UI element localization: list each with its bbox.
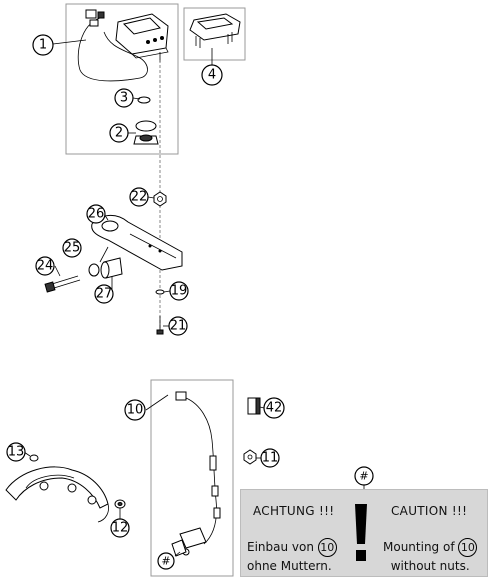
spacer-sleeve (114, 499, 126, 509)
callout-25: 25 (62, 238, 82, 258)
callout-42: 42 (263, 397, 285, 419)
notice-text-de: Einbau von 10 ohne Muttern. (247, 538, 337, 576)
speedometer-unit (115, 13, 169, 62)
svg-text:10: 10 (127, 403, 144, 418)
svg-text:11: 11 (262, 451, 279, 466)
callout-22: 22 (129, 187, 149, 207)
bolt (44, 275, 81, 293)
callout-1: 1 (32, 34, 54, 56)
harness-connector-3 (89, 19, 99, 27)
notice-title-en: CAUTION !!! (391, 504, 468, 518)
wiring-harness (77, 17, 148, 82)
notice-en-part-ref: 10 (458, 538, 478, 557)
nut (153, 191, 167, 207)
exclamation-icon (355, 504, 367, 561)
callout-hash-notice: # (354, 466, 374, 486)
sensor-group-frame (150, 379, 234, 577)
screw (156, 316, 164, 335)
washer (155, 289, 165, 295)
svg-text:25: 25 (64, 241, 81, 256)
callout-hash-sensor: # (157, 552, 175, 570)
notice-de-line1-prefix: Einbau von (247, 540, 314, 554)
bracket-group-frame (183, 7, 246, 61)
notice-de-part-ref: 10 (317, 538, 337, 557)
rubber-bushing (133, 120, 159, 145)
callout-26: 26 (86, 204, 106, 224)
spacer-bushing (100, 257, 123, 279)
svg-text:21: 21 (170, 319, 187, 334)
notice-text-en: Mounting of 10 without nuts. (383, 538, 478, 576)
sensor-nut (243, 449, 257, 465)
callout-2: 2 (109, 123, 129, 143)
svg-text:13: 13 (8, 445, 25, 460)
svg-text:22: 22 (131, 190, 148, 205)
spacer-washer (88, 263, 100, 277)
svg-text:#: # (359, 470, 368, 483)
callout-21: 21 (168, 316, 188, 336)
svg-text:1: 1 (39, 38, 47, 53)
svg-text:#: # (161, 555, 170, 568)
svg-text:3: 3 (120, 91, 128, 106)
notice-de-line2: ohne Muttern. (247, 559, 332, 573)
callout-24: 24 (35, 256, 55, 276)
svg-text:24: 24 (37, 259, 54, 274)
svg-text:19: 19 (171, 284, 188, 299)
speedometer-group-frame (65, 3, 179, 155)
callout-19: 19 (169, 281, 189, 301)
callout-13: 13 (6, 442, 26, 462)
svg-text:2: 2 (115, 126, 123, 141)
harness-connector-2 (97, 11, 105, 19)
speedometer-holder (189, 13, 241, 48)
callout-12: 12 (110, 518, 130, 538)
callout-11: 11 (260, 448, 280, 468)
harness-connector (85, 9, 97, 19)
rubber-washer (137, 96, 151, 104)
svg-text:26: 26 (88, 207, 105, 222)
notice-title-de: ACHTUNG !!! (253, 504, 335, 518)
svg-text:27: 27 (96, 287, 113, 302)
cable-clip (247, 397, 261, 415)
svg-text:42: 42 (266, 401, 283, 416)
svg-text:4: 4 (208, 68, 216, 83)
clip-ring (29, 454, 39, 462)
speed-sensor-cable (171, 391, 221, 557)
callout-10: 10 (124, 399, 146, 421)
caution-notice-box: ACHTUNG !!! CAUTION !!! Einbau von 10 oh… (240, 489, 488, 577)
svg-text:12: 12 (112, 521, 129, 536)
notice-en-line1-prefix: Mounting of (383, 540, 455, 554)
callout-27: 27 (94, 284, 114, 304)
brake-disc-guard (5, 466, 109, 523)
notice-en-line2: without nuts. (390, 559, 470, 573)
callout-4: 4 (201, 64, 223, 86)
callout-3: 3 (114, 88, 134, 108)
